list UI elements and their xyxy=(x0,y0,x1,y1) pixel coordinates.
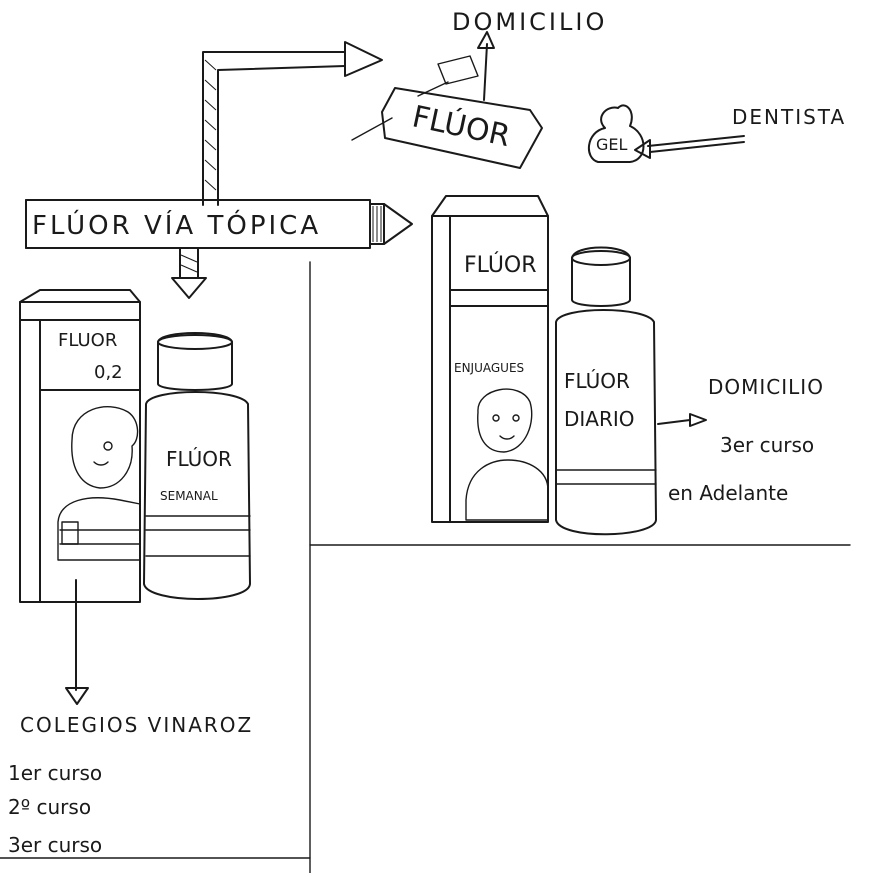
down-arrow-colegios xyxy=(66,580,88,704)
right-course-label: 3er curso xyxy=(720,433,814,457)
left-product-box: FLUOR 0,2 xyxy=(20,290,140,602)
gel-bag: GEL xyxy=(589,105,644,162)
toothpaste-tube: FLÚOR xyxy=(352,56,542,168)
dentista-label: DENTISTA xyxy=(732,105,846,129)
toothpaste-label: FLÚOR xyxy=(409,97,513,154)
down-arrow-left xyxy=(172,248,206,298)
arrow-to-domicilio-right xyxy=(658,414,706,426)
domicilio-up-arrow xyxy=(478,32,494,100)
right-box-character-icon xyxy=(466,389,548,520)
colegios-label: COLEGIOS VINAROZ xyxy=(20,713,253,737)
top-domicilio-label: DOMICILIO xyxy=(452,8,607,36)
right-product-box: FLÚOR ENJUAGUES xyxy=(432,196,548,522)
right-domicilio-label: DOMICILIO xyxy=(708,375,824,399)
elbow-arrow-to-toothpaste xyxy=(203,42,382,205)
right-bottle-label: FLÚOR xyxy=(564,369,630,393)
right-adelante-label: en Adelante xyxy=(668,481,788,505)
left-box-label: FLUOR xyxy=(58,330,117,351)
gel-label: GEL xyxy=(596,135,628,154)
left-bottle: FLÚOR SEMANAL xyxy=(144,333,250,599)
right-bottle: FLÚOR DIARIO xyxy=(556,248,656,535)
course-item-1: 1er curso xyxy=(8,761,102,785)
left-bottle-sublabel: SEMANAL xyxy=(160,489,218,503)
left-bottle-label: FLÚOR xyxy=(166,447,232,471)
left-box-character-icon xyxy=(58,407,140,560)
dentista-arrow xyxy=(635,136,744,158)
right-box-label: FLÚOR xyxy=(464,252,537,278)
left-box-concentration: 0,2 xyxy=(94,362,123,383)
title-label: FLÚOR VÍA TÓPICA xyxy=(32,209,321,241)
course-item-3: 3er curso xyxy=(8,833,102,857)
course-item-2: 2º curso xyxy=(8,795,91,819)
right-box-sublabel: ENJUAGUES xyxy=(454,361,524,375)
right-bottle-sublabel: DIARIO xyxy=(564,407,635,431)
